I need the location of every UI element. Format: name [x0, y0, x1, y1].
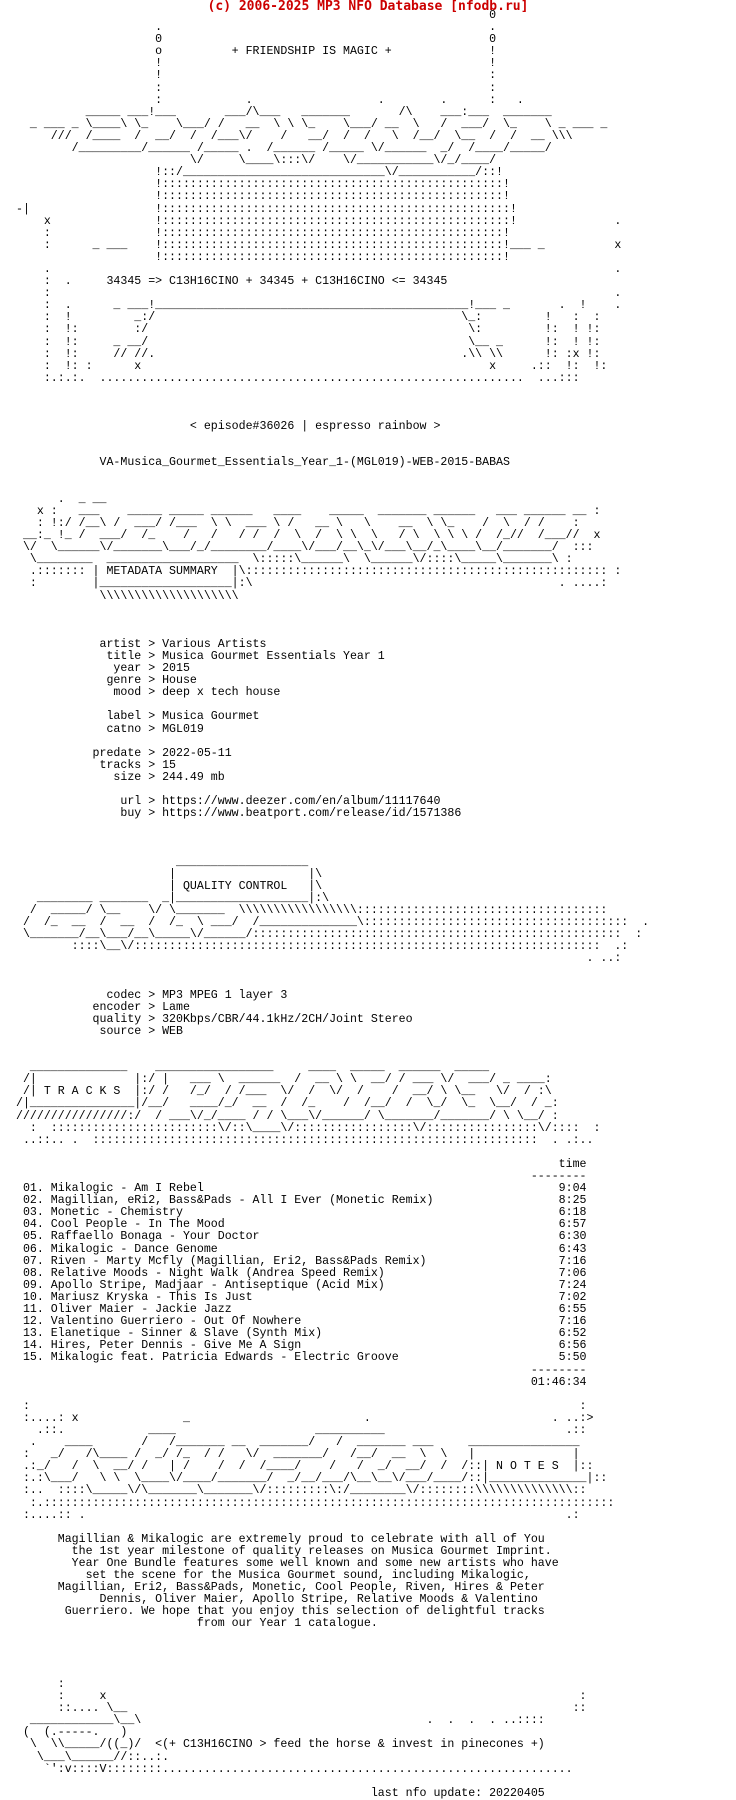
nfo-content: 0 . . 0 0 o + FRIENDSHIP IS MAGIC +: [16, 10, 650, 1800]
nfodb-header: (c) 2006-2025 MP3 NFO Database [nfodb.ru…: [207, 0, 529, 14]
